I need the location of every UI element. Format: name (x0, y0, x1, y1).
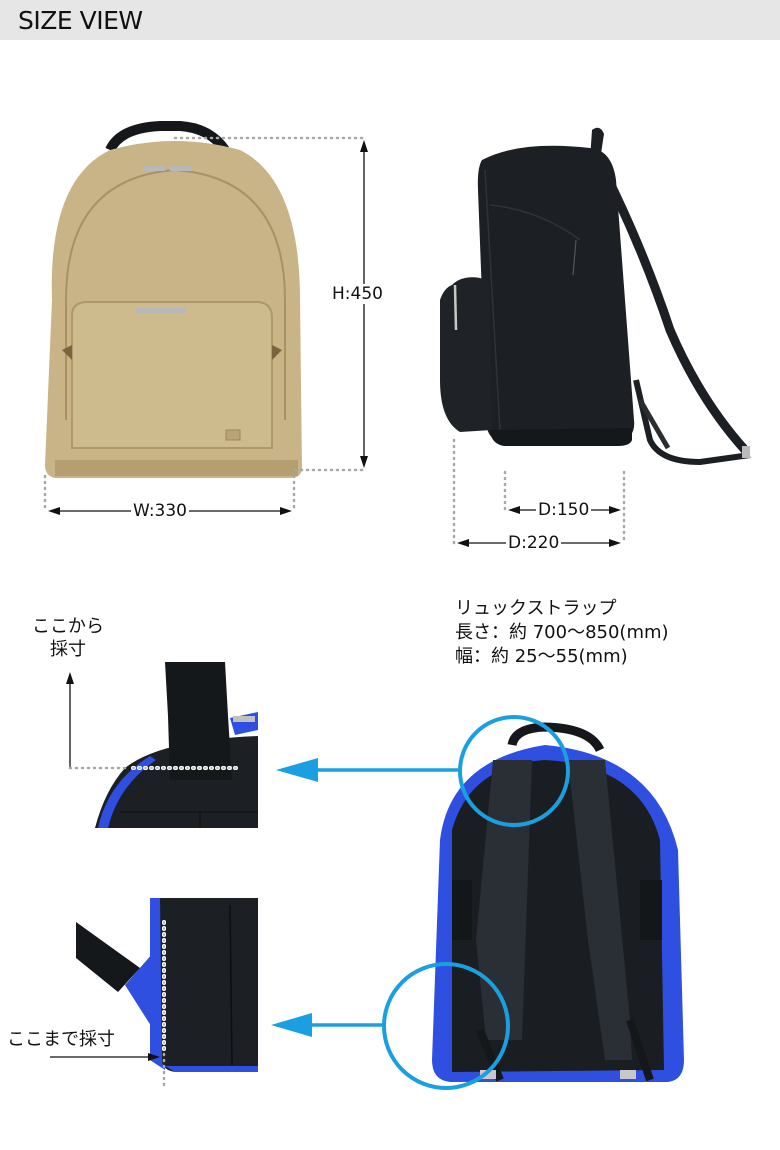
measure-from-label: ここから (32, 616, 104, 637)
measure-from-label-2: 採寸 (50, 639, 86, 660)
depth-total-label: D:220 (506, 533, 562, 553)
page-title: SIZE VIEW (18, 6, 143, 35)
strap-spec-width: 幅：約 25〜55(mm) (455, 646, 628, 667)
strap-spec-title: リュックストラップ (455, 598, 617, 619)
header-bar: SIZE VIEW (0, 0, 780, 40)
measure-to-label: ここまで採寸 (7, 1029, 115, 1050)
strap-spec-length: 長さ：約 700〜850(mm) (455, 622, 669, 643)
height-label: H:450 (330, 284, 385, 304)
depth-body-label: D:150 (536, 500, 592, 520)
width-label: W:330 (131, 501, 189, 521)
